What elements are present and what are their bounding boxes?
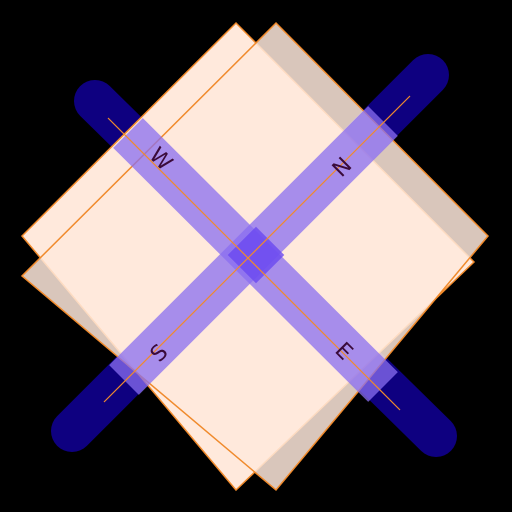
guide-line-ne-sw (103, 95, 411, 403)
guide-lines (103, 95, 411, 411)
guide-line-nw-se (107, 117, 401, 411)
translucent-bars-layer (109, 106, 398, 402)
